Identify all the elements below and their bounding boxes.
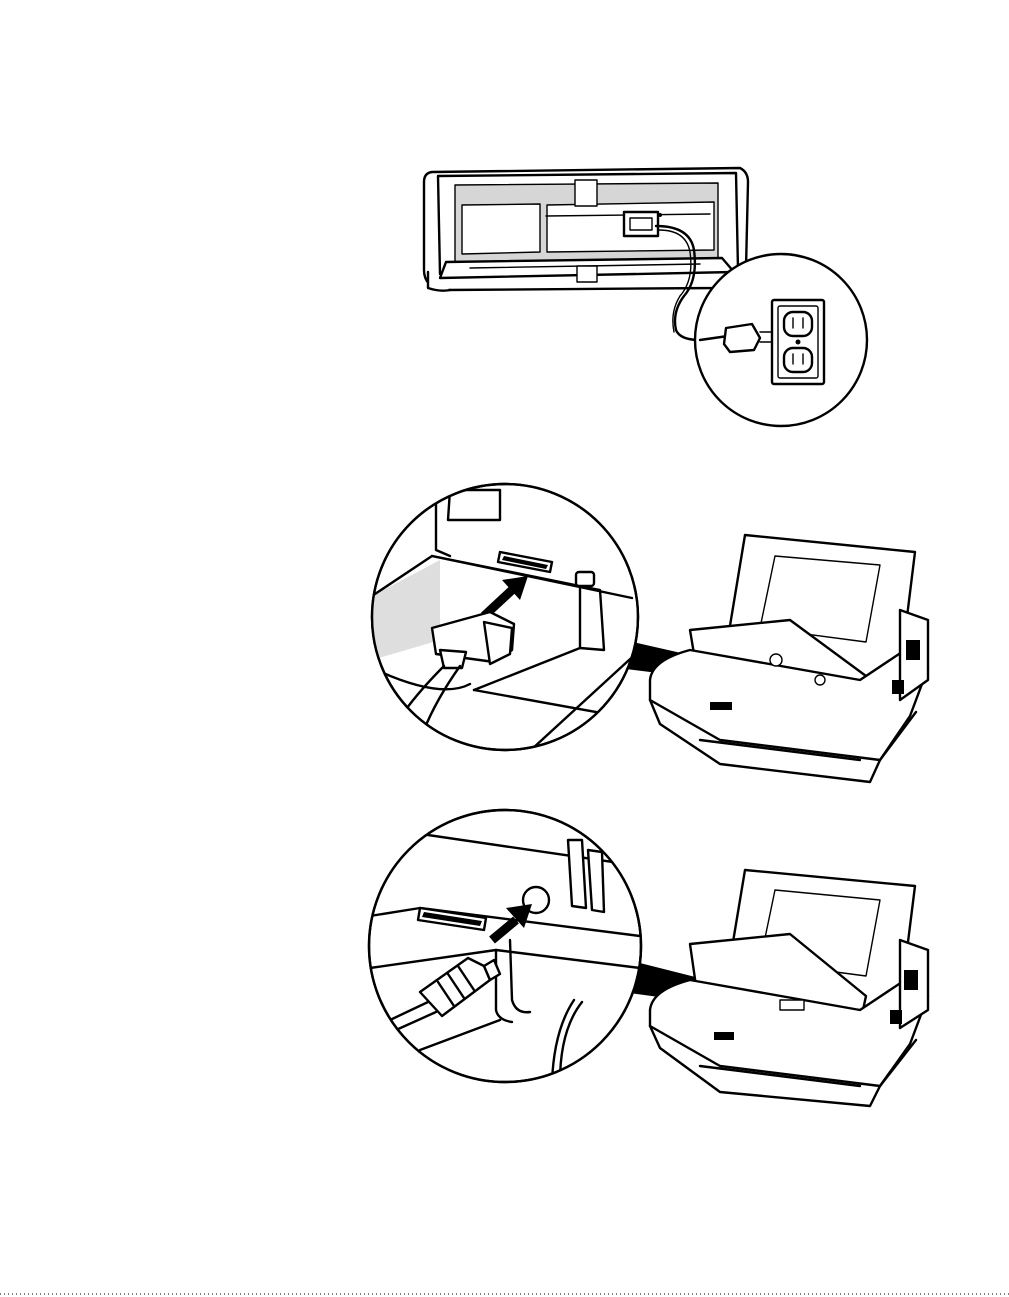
printer-rear-icon bbox=[424, 168, 748, 291]
magnifier-circle-icon bbox=[369, 810, 641, 1082]
magnifier-circle-icon bbox=[372, 484, 640, 760]
figure-power-adapter-connection bbox=[369, 810, 928, 1106]
printer-open-icon bbox=[650, 535, 928, 782]
printer-open-icon bbox=[650, 870, 928, 1106]
figure-parallel-cable-connection bbox=[372, 484, 928, 782]
wall-outlet-icon bbox=[772, 300, 824, 384]
figure-power-connection bbox=[424, 168, 867, 426]
magnifier-circle-icon bbox=[695, 254, 867, 426]
